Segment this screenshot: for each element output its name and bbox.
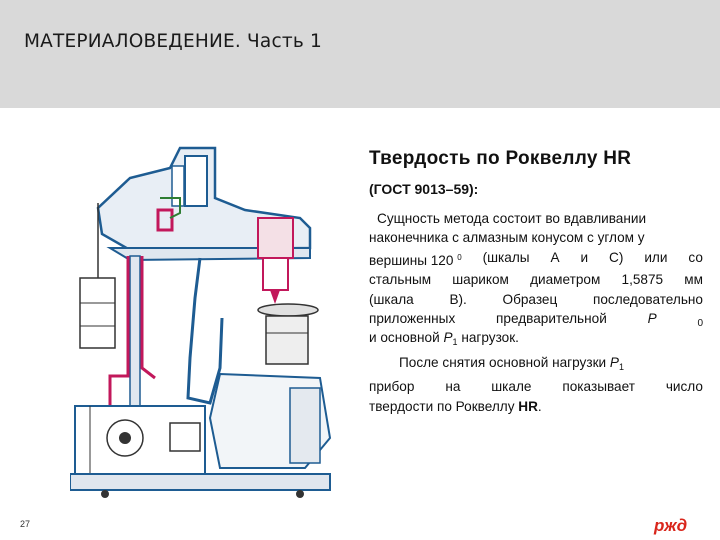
text-line: (шкала B). Образец последовательно [369, 291, 703, 307]
dial-gauge [184, 155, 208, 207]
slide-header: МАТЕРИАЛОВЕДЕНИЕ. Часть 1 [0, 0, 720, 108]
header-title: МАТЕРИАЛОВЕДЕНИЕ. Часть 1 [24, 31, 322, 52]
rzd-logo-icon: ржд [653, 516, 687, 535]
machine-base [70, 473, 331, 491]
body-column [186, 257, 224, 405]
text-line: приложенных предварительной P 0 [369, 311, 703, 330]
text-line: наконечника с алмазным конусом с углом у [369, 230, 645, 246]
weight-block [79, 277, 116, 349]
page-number: 27 [20, 519, 31, 529]
text-line: прибор на шкале показывает число [369, 379, 703, 395]
body-paragraph: Сущность метода состоит во вдавливании н… [369, 209, 703, 416]
text-line: и основной P1 нагрузок. [369, 330, 519, 348]
svg-text:ржд: ржд [653, 516, 687, 535]
text-line: твердости по Роквеллу HR. [369, 398, 542, 414]
pink-mechanism [156, 208, 174, 232]
slide-title: Твердость по Роквеллу HR [369, 148, 632, 169]
indenter-body [257, 217, 294, 259]
text-line: После снятия основной нагрузки P1 [399, 354, 624, 372]
text-line: Сущность метода состоит во вдавливании [377, 211, 647, 226]
gost-reference: (ГОСТ 9013–59): [369, 181, 479, 197]
text-line: вершины 120 0 (шкалы A и C) или со [369, 249, 703, 268]
slide-text: Твердость по Роквеллу HR (ГОСТ 9013–59):… [369, 148, 703, 416]
rockwell-tester-diagram [70, 146, 332, 498]
text-line: стальным шариком диаметром 1,5875 мм [369, 272, 703, 288]
anvil-table [257, 303, 319, 317]
